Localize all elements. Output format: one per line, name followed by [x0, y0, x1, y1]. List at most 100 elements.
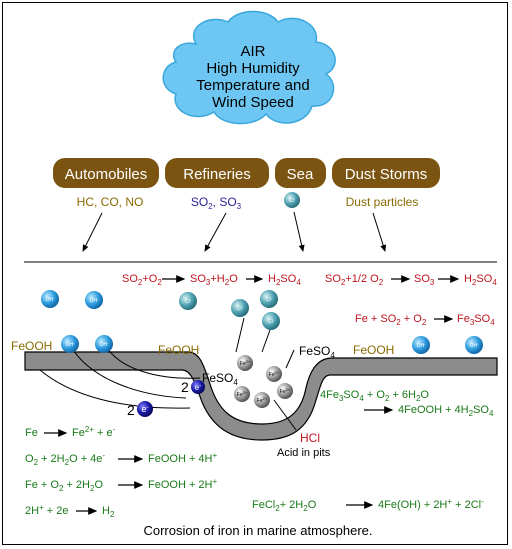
flow-line-cl-2	[261, 329, 271, 353]
svg-text:4Fe3SO4 + O2 + 6H2O: 4Fe3SO4 + O2 + 6H2O	[320, 389, 429, 403]
oh-ion: OH-	[41, 290, 59, 308]
svg-text:OH-: OH-	[66, 340, 76, 348]
fe-ion: Fe2+	[237, 355, 253, 371]
source-refineries: Refineries	[165, 158, 269, 188]
pollutant-refineries: SO2, SO3	[191, 195, 242, 211]
svg-text:SO2+O2: SO2+O2	[122, 273, 162, 287]
equation-fe-so2: Fe + SO2 + O2 Fe3SO4	[355, 313, 495, 327]
svg-text:Cl-: Cl-	[185, 297, 192, 305]
source-dust-storms: Dust Storms	[332, 158, 440, 188]
equation-dust-so2: SO2+1/2 O2 SO3 H2SO4	[325, 273, 497, 287]
electron-lower: 2 e-	[127, 401, 153, 418]
air-cloud	[162, 10, 336, 125]
figure-caption: Corrosion of iron in marine atmosphere.	[143, 523, 372, 538]
svg-text:SO3+H2O: SO3+H2O	[190, 273, 238, 287]
equation-fecl2-hydrolysis: FeCl2+ 2H2O 4Fe(OH) + 2H+ + 2Cl-	[252, 497, 484, 513]
pollutant-automobiles: HC, CO, NO	[77, 195, 144, 209]
flow-curve-2	[39, 369, 191, 409]
fe-ion: Fe2+	[277, 383, 293, 399]
svg-text:FeOOH + 2H+: FeOOH + 2H+	[148, 477, 218, 491]
electron-upper: 2 e-	[181, 379, 205, 395]
svg-text:OH-: OH-	[470, 341, 480, 349]
svg-text:Fe2+: Fe2+	[269, 370, 280, 378]
flow-curve-1	[69, 344, 187, 399]
svg-text:Fe2+: Fe2+	[240, 359, 251, 367]
svg-text:Fe2+: Fe2+	[280, 387, 291, 395]
arrow-dust-storms	[372, 212, 387, 252]
fe-ion: Fe2+	[266, 366, 282, 382]
svg-text:H2SO4: H2SO4	[268, 273, 301, 287]
label-feooh-left: FeOOH	[11, 339, 52, 353]
fe-ion: Fe2+	[234, 386, 250, 402]
equation-fe-oxidation: Fe Fe2+ + e-	[25, 425, 116, 439]
svg-text:Fe3SO4: Fe3SO4	[457, 313, 495, 327]
svg-text:SO3: SO3	[414, 273, 435, 287]
cl-ion: Cl-	[262, 312, 280, 330]
label-feso4-right: FeSO4	[299, 344, 335, 360]
arrow-automobiles	[82, 212, 103, 252]
cloud-line-3: Temperature and	[196, 77, 309, 94]
equation-fe3so4-oxidation: 4Fe3SO4 + O2 + 6H2O 4FeOOH + 4H2SO4	[320, 389, 494, 418]
svg-text:e-: e-	[141, 404, 148, 414]
oh-ion: OH-	[95, 335, 113, 353]
equation-feooh-formation: Fe + O2 + 2H2O FeOOH + 2H+	[25, 477, 218, 493]
fe-ion: Fe2+	[254, 392, 270, 408]
source-automobiles: Automobiles	[53, 158, 159, 188]
label-feso4-pit: FeSO4	[202, 371, 238, 387]
svg-text:O2 + 2H2O + 4e-: O2 + 2H2O + 4e-	[25, 451, 105, 467]
svg-text:Cl-: Cl-	[237, 304, 244, 312]
svg-text:Fe + SO2 + O2: Fe + SO2 + O2	[355, 313, 427, 327]
cloud-line-1: AIR	[240, 43, 265, 60]
pollutant-dust-storms: Dust particles	[346, 195, 419, 209]
svg-text:H2: H2	[102, 505, 115, 519]
source-sea-label: Sea	[287, 166, 314, 183]
svg-text:2: 2	[127, 402, 135, 418]
label-hcl: HCl	[300, 431, 320, 445]
svg-text:OH-: OH-	[46, 295, 56, 303]
svg-text:Fe + O2 + 2H2O: Fe + O2 + 2H2O	[25, 479, 103, 493]
svg-text:OH-: OH-	[417, 341, 427, 349]
svg-text:FeCl2+ 2H2O: FeCl2+ 2H2O	[252, 499, 317, 513]
svg-text:SO2+1/2 O2: SO2+1/2 O2	[325, 273, 384, 287]
equation-oxygen-reduction: O2 + 2H2O + 4e- FeOOH + 4H+	[25, 451, 218, 467]
flow-line-feso4	[285, 349, 295, 369]
cl-ion: Cl-	[260, 290, 278, 308]
source-dust-storms-label: Dust Storms	[345, 166, 428, 183]
label-acid-in-pits: Acid in pits	[277, 447, 331, 459]
iron-surface	[24, 351, 498, 441]
equation-hydrogen-evolution: 2H+ + 2e H2	[25, 503, 115, 519]
svg-text:Fe2+ + e-: Fe2+ + e-	[72, 425, 116, 439]
svg-text:Fe2+: Fe2+	[257, 396, 268, 404]
cl-ion: Cl-	[179, 292, 197, 310]
svg-text:2: 2	[181, 379, 189, 395]
svg-text:Cl-: Cl-	[268, 317, 275, 325]
equation-so2-to-h2so4: SO2+O2 SO3+H2O H2SO4	[122, 273, 301, 287]
flow-line-cl	[235, 317, 245, 353]
oh-ion: OH-	[412, 336, 430, 354]
oh-ion: OH-	[465, 336, 483, 354]
arrow-sea	[293, 211, 305, 252]
svg-text:H2SO4: H2SO4	[464, 273, 497, 287]
source-automobiles-label: Automobiles	[65, 166, 148, 183]
oh-ion: OH-	[61, 335, 79, 353]
flow-curve-3	[105, 345, 201, 379]
svg-text:Cl-: Cl-	[266, 295, 273, 303]
label-feooh-middle: FeOOH	[158, 343, 199, 357]
source-refineries-label: Refineries	[183, 166, 251, 183]
cloud-line-4: Wind Speed	[212, 94, 294, 111]
flow-line-hcl	[273, 399, 297, 431]
cl-ion: Cl-	[231, 299, 249, 317]
svg-text:Fe: Fe	[25, 427, 38, 439]
svg-text:Fe2+: Fe2+	[237, 390, 248, 398]
cloud-line-2: High Humidity	[206, 60, 300, 77]
svg-text:4FeOOH + 4H2SO4: 4FeOOH + 4H2SO4	[398, 404, 494, 418]
svg-text:2H+ + 2e: 2H+ + 2e	[25, 503, 69, 517]
svg-text:OH-: OH-	[90, 296, 100, 304]
svg-text:e-: e-	[195, 383, 201, 392]
label-feooh-right: FeOOH	[353, 343, 394, 357]
svg-text:Cl-: Cl-	[289, 196, 296, 204]
svg-text:FeOOH + 4H+: FeOOH + 4H+	[148, 451, 218, 465]
svg-text:4Fe(OH) + 2H+ + 2Cl-: 4Fe(OH) + 2H+ + 2Cl-	[378, 497, 484, 511]
sea-chloride-ion: Cl-	[284, 192, 300, 208]
